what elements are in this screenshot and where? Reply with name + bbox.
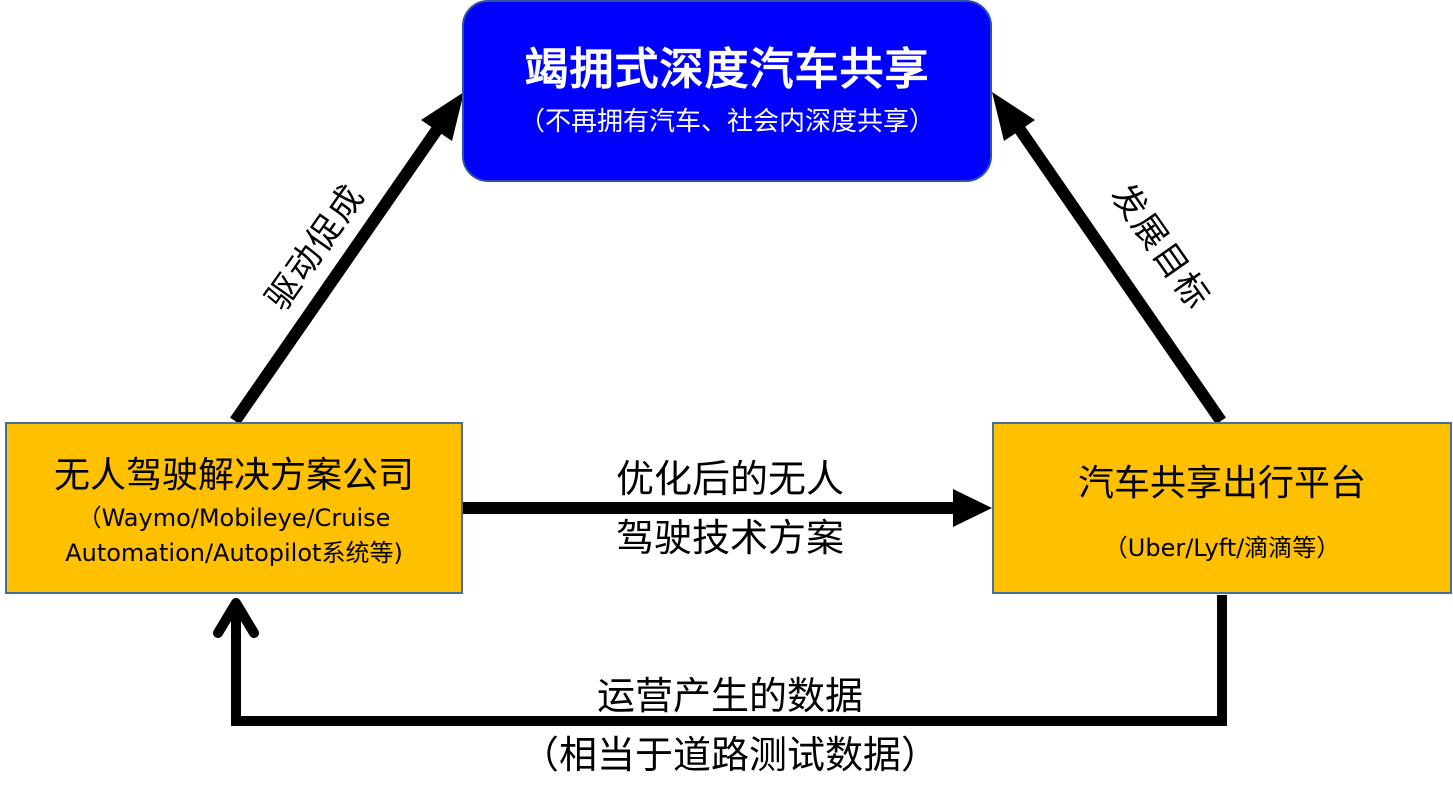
edge-label-line: 优化后的无人 xyxy=(615,457,844,501)
edge-label-line: （相当于道路测试数据） xyxy=(520,732,939,777)
node-title: 竭拥式深度汽车共享 xyxy=(524,44,930,95)
node-autonomous-driving-companies: 无人驾驶解决方案公司 （Waymo/Mobileye/Cruise Automa… xyxy=(5,422,463,594)
arrow-right-to-top xyxy=(992,92,1226,425)
node-subtitle: （Uber/Lyft/滴滴等） xyxy=(1103,534,1341,563)
arrow-left-to-top xyxy=(230,92,464,425)
node-deep-car-sharing: 竭拥式深度汽车共享 （不再拥有汽车、社会内深度共享） xyxy=(462,0,992,182)
arrow-right-to-left xyxy=(213,595,1227,726)
node-ride-sharing-platforms: 汽车共享出行平台 （Uber/Lyft/滴滴等） xyxy=(992,422,1452,594)
edge-label-line: 驾驶技术方案 xyxy=(615,515,844,560)
edge-label-operational-data: 运营产生的数据 （相当于道路测试数据） xyxy=(470,667,990,785)
edge-label-line: 运营产生的数据 xyxy=(596,674,863,718)
arrow-left-to-right xyxy=(463,489,992,527)
node-title: 无人驾驶解决方案公司 xyxy=(53,455,414,496)
node-subtitle: （Waymo/Mobileye/Cruise Automation/Autopi… xyxy=(65,501,403,571)
node-subtitle: （不再拥有汽车、社会内深度共享） xyxy=(518,106,935,137)
node-subtitle-line: Automation/Autopilot系统等) xyxy=(65,538,403,567)
node-title: 汽车共享出行平台 xyxy=(1077,463,1366,504)
node-subtitle-line: （Waymo/Mobileye/Cruise xyxy=(77,504,391,533)
edge-label-optimized-solution: 优化后的无人 驾驶技术方案 xyxy=(560,450,900,568)
